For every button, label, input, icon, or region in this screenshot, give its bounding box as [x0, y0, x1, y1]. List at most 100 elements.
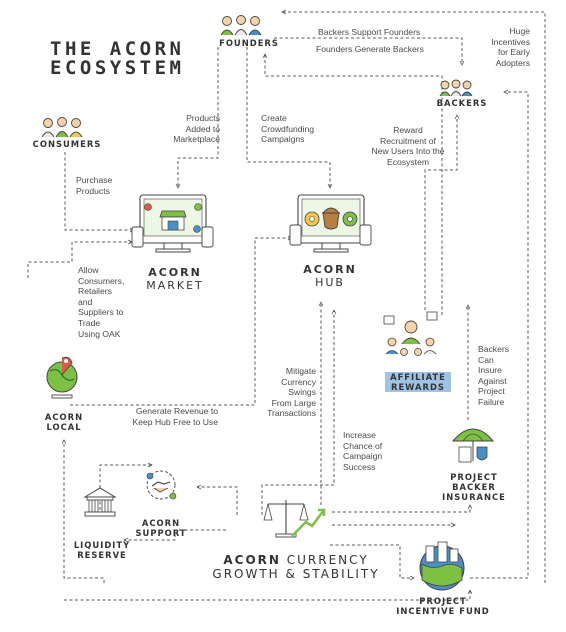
edge-label-backers-can-insure: Backers Can Insure Against Project Failu… — [478, 344, 509, 408]
edge-affiliate-founders — [265, 54, 443, 315]
local-globe-icon — [46, 356, 78, 399]
allow-line-7: Using OAK — [78, 328, 121, 339]
edge-currency-liquidity — [124, 529, 226, 540]
currency-line-2: GROWTH & STABILITY — [212, 567, 380, 581]
huge-incentives-line-1: Huge — [509, 26, 530, 36]
insurance-line-2: BACKER — [452, 482, 496, 492]
increase-line-3: Campaign — [343, 451, 383, 462]
insurance-umbrella-icon — [451, 428, 495, 463]
edge-allow-consumers — [27, 242, 132, 278]
reward-line-4: Ecosystem — [386, 156, 430, 167]
purchase-line-2: Products — [76, 185, 110, 196]
insure-line-2: Can — [478, 354, 494, 365]
insure-line-6: Failure — [478, 396, 505, 407]
edge-liquidity-market — [99, 465, 152, 510]
increase-line-1: Increase — [343, 430, 376, 440]
local-line-2: LOCAL — [46, 422, 82, 432]
insurance-line-3: INSURANCE — [442, 492, 506, 502]
reward-line-3: New Users Into the — [371, 146, 445, 157]
mitigate-line-3: Swings — [288, 387, 316, 398]
diagram-title: THE ACORN ECOSYSTEM — [50, 40, 184, 78]
currency-growth-icon — [263, 500, 326, 538]
incentive-line-2: INCENTIVE FUND — [396, 606, 490, 616]
incentive-globe-icon — [419, 541, 465, 591]
mitigate-line-5: Transactions — [267, 408, 316, 419]
edge-label-create-crowdfunding: Create Crowdfunding Campaigns — [261, 113, 314, 145]
affiliate-rewards-label: AFFILIATE REWARDS — [385, 372, 451, 392]
market-brand-label: ACORN — [148, 266, 202, 279]
title-line-1: THE ACORN — [50, 38, 185, 60]
edge-reward-recruitment — [424, 115, 457, 310]
create-crowdfunding-line-1: Create — [261, 113, 287, 123]
insure-line-1: Backers — [478, 344, 510, 354]
insure-line-4: Against — [478, 375, 507, 386]
edge-label-increase-chance: Increase Chance of Campaign Success — [343, 430, 382, 472]
backers-people-icon — [439, 79, 473, 97]
liquidity-line-2: RESERVE — [77, 550, 127, 560]
revenue-line-1: Generate Revenue to — [135, 406, 218, 416]
edge-currency-incentive — [330, 544, 414, 578]
market-monitor-icon — [131, 194, 214, 253]
founders-people-icon — [220, 15, 262, 36]
mitigate-line-4: From Large — [271, 397, 316, 408]
allow-line-5: Suppliers to — [78, 307, 124, 318]
currency-line-1: ACORN CURRENCY — [198, 553, 394, 567]
edge-bottom-loop — [64, 590, 470, 601]
insure-line-3: Insure — [478, 365, 502, 376]
reward-line-1: Reward — [393, 125, 423, 135]
insurance-line-1: PROJECT — [450, 472, 498, 482]
market-name-label: MARKET — [146, 279, 204, 292]
support-handshake-icon — [146, 470, 177, 500]
incentive-fund-label: PROJECT INCENTIVE FUND — [388, 596, 498, 616]
allow-line-6: Trade — [78, 317, 101, 328]
edge-increase-chance — [261, 310, 334, 515]
edge-label-founders-generate-backers: Founders Generate Backers — [316, 44, 424, 54]
hub-brand-label: ACORN — [303, 263, 357, 276]
increase-line-4: Success — [343, 461, 376, 472]
edge-products-added — [178, 47, 219, 188]
support-line-2: SUPPORT — [135, 528, 187, 538]
acorn-local-label: ACORN LOCAL — [34, 412, 94, 432]
edge-huge-incentives — [470, 92, 529, 579]
edge-label-backers-support-founders: Backers Support Founders — [318, 27, 421, 37]
increase-line-2: Chance of — [343, 440, 383, 451]
edge-create-crowdfunding — [246, 47, 330, 188]
founders-label: FOUNDERS — [219, 38, 279, 48]
acorn-support-label: ACORN SUPPORT — [128, 518, 194, 538]
edge-liquidity-local — [64, 440, 105, 583]
currency-brand: ACORN — [223, 553, 281, 567]
edge-generate-revenue — [70, 238, 292, 406]
affiliate-line-1: AFFILIATE — [385, 372, 451, 382]
mitigate-line-2: Currency — [281, 376, 316, 387]
edge-label-purchase-products: Purchase Products — [76, 175, 112, 196]
liquidity-line-1: LIQUIDITY — [73, 540, 131, 550]
affiliate-line-2: REWARDS — [385, 382, 451, 392]
products-added-line-2: Added to — [185, 123, 220, 134]
consumers-people-icon — [41, 117, 83, 138]
edge-label-reward-recruitment: Reward Recruitment of New Users Into the… — [362, 125, 454, 167]
huge-incentives-line-3: for Early — [498, 47, 530, 58]
edge-currency-support — [197, 487, 238, 515]
currency-label: ACORN CURRENCY GROWTH & STABILITY — [198, 553, 394, 581]
products-added-line-3: Marketplace — [173, 134, 220, 145]
incentive-line-1: PROJECT — [419, 596, 467, 606]
edge-label-mitigate-currency: Mitigate Currency Swings From Large Tran… — [254, 366, 316, 419]
support-line-1: ACORN — [141, 518, 181, 528]
reward-line-2: Recruitment of — [380, 135, 436, 146]
create-crowdfunding-line-2: Crowdfunding — [261, 123, 315, 134]
purchase-line-1: Purchase — [76, 175, 113, 185]
revenue-line-2: Keep Hub Free to Use — [132, 416, 218, 427]
edge-purchase-products — [64, 152, 134, 230]
create-crowdfunding-line-3: Campaigns — [261, 134, 305, 145]
title-line-2: ECOSYSTEM — [50, 57, 185, 79]
edge-founders-generate-backers — [274, 37, 462, 65]
products-added-line-1: Products — [186, 113, 220, 123]
hub-monitor-icon — [289, 194, 372, 253]
liquidity-reserve-label: LIQUIDITY RESERVE — [64, 540, 140, 560]
local-line-1: ACORN — [44, 412, 84, 422]
edge-label-products-added: Products Added to Marketplace — [160, 113, 220, 145]
allow-line-3: Retailers — [78, 286, 112, 297]
backers-label: BACKERS — [436, 98, 488, 108]
allow-line-4: and — [78, 296, 93, 307]
allow-line-2: Consumers, — [78, 275, 125, 286]
